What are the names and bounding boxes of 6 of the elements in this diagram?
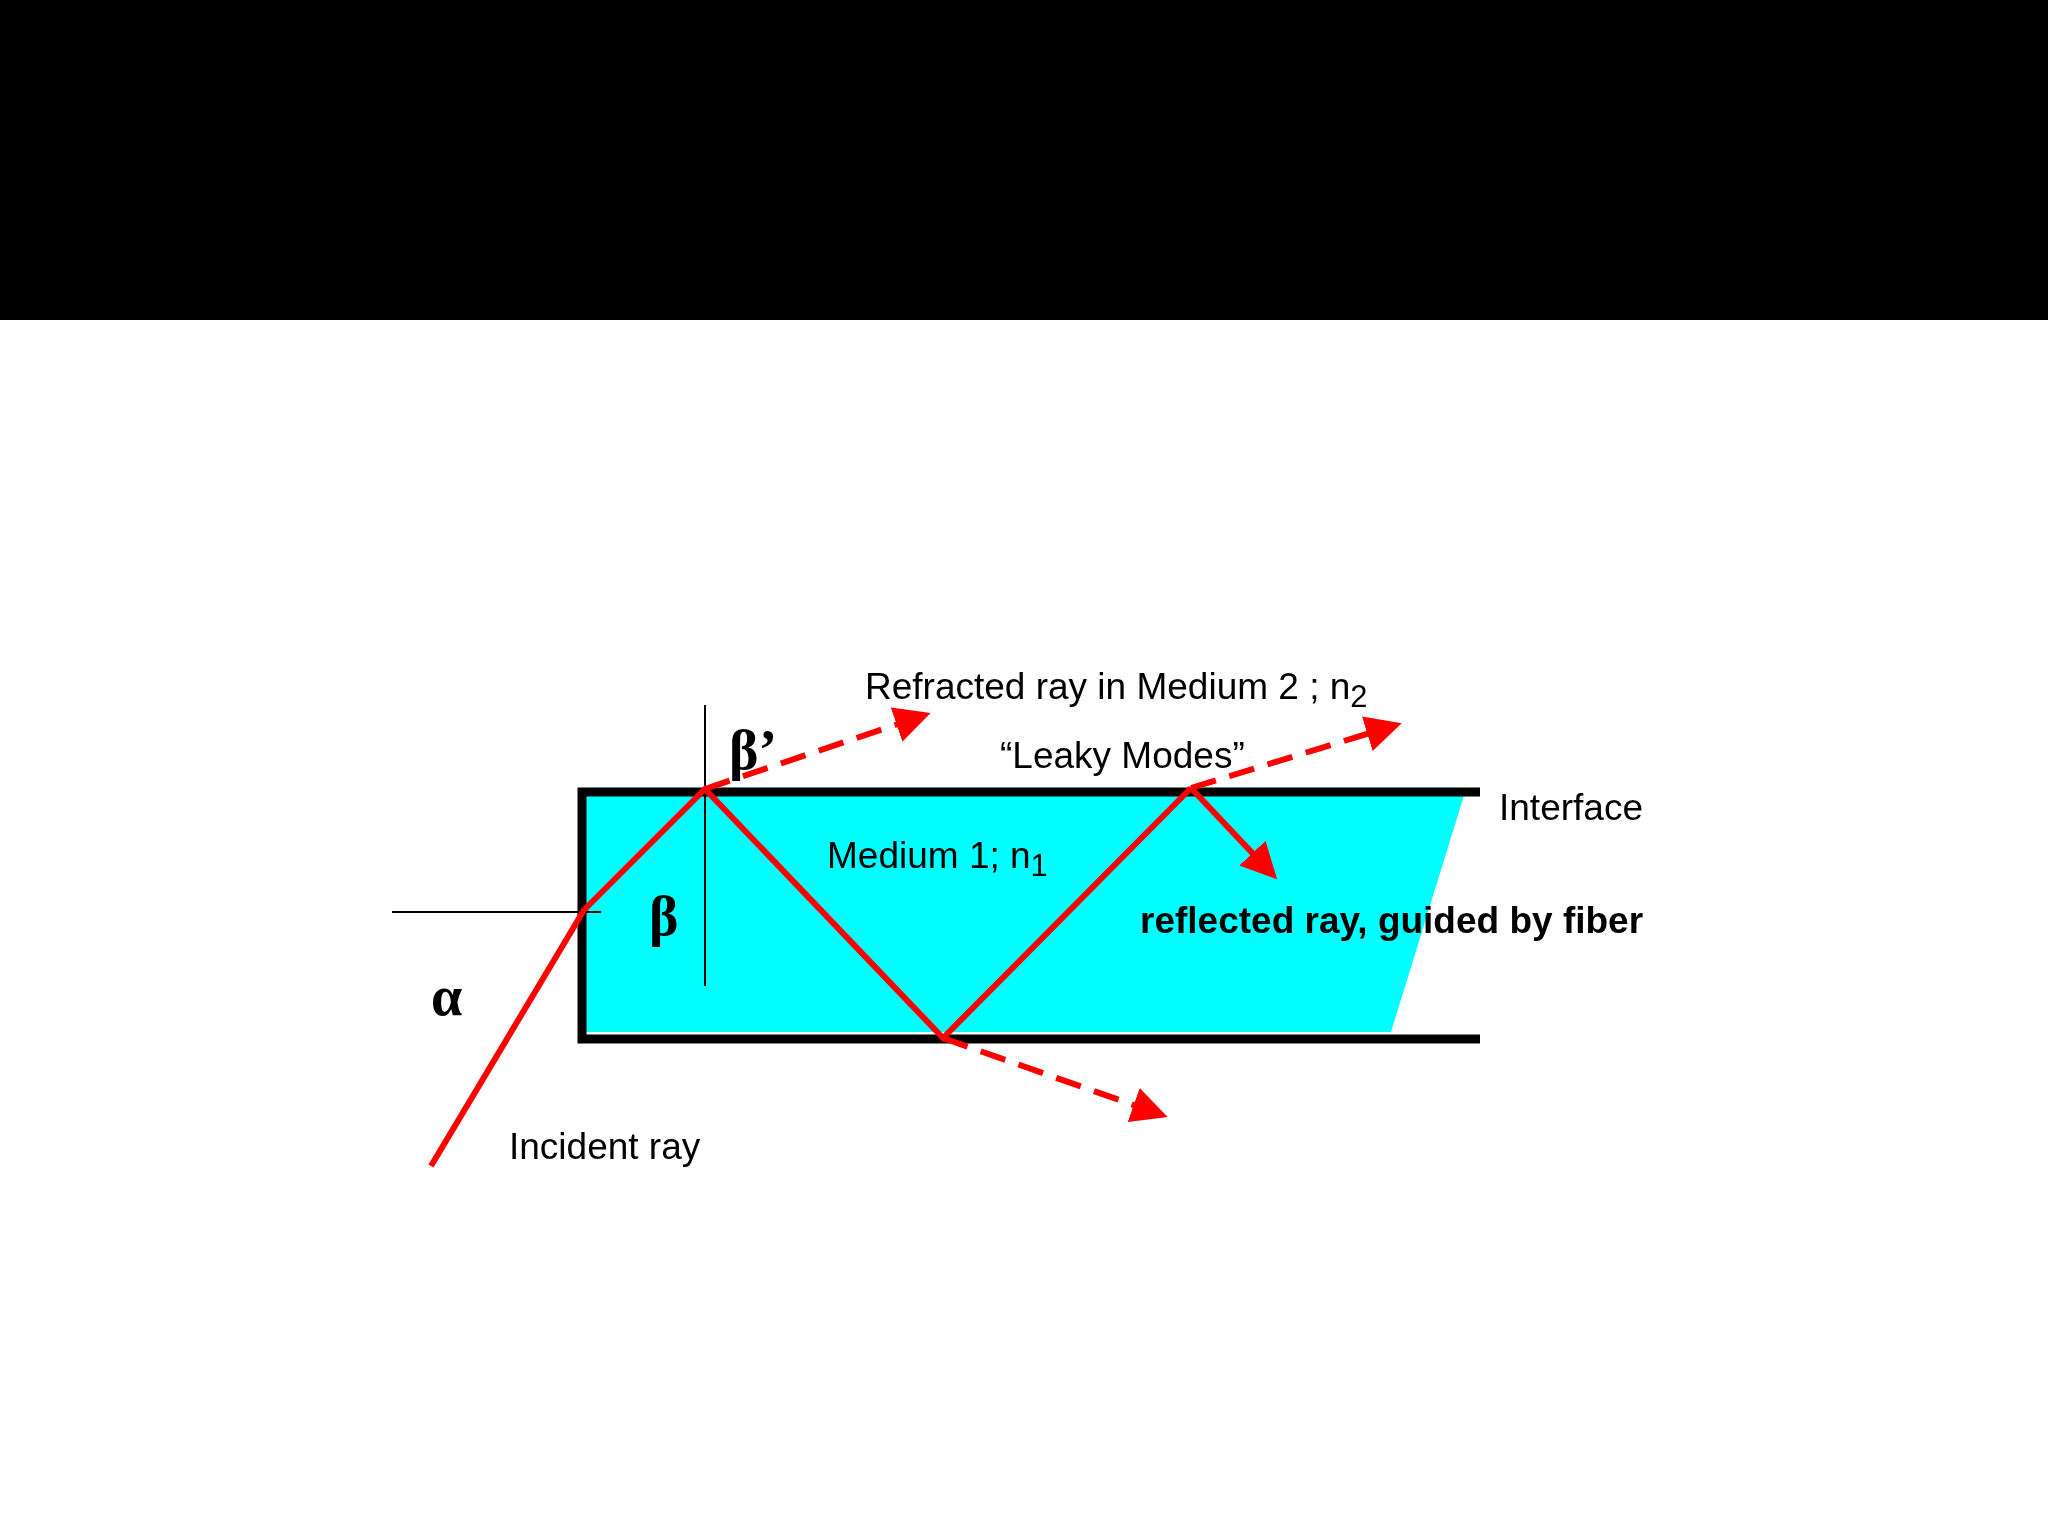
ray-label: Incident ray [509, 1128, 701, 1165]
angle-label: α [431, 968, 463, 1024]
medium-label: Medium 1; n$_{1}$ [827, 837, 1048, 883]
interface-label: Interface [1499, 789, 1643, 826]
ray-label: “Leaky Modes” [1000, 737, 1245, 774]
ray-label: Refracted ray in Medium 2 ; n$_{2}$ [865, 668, 1368, 714]
